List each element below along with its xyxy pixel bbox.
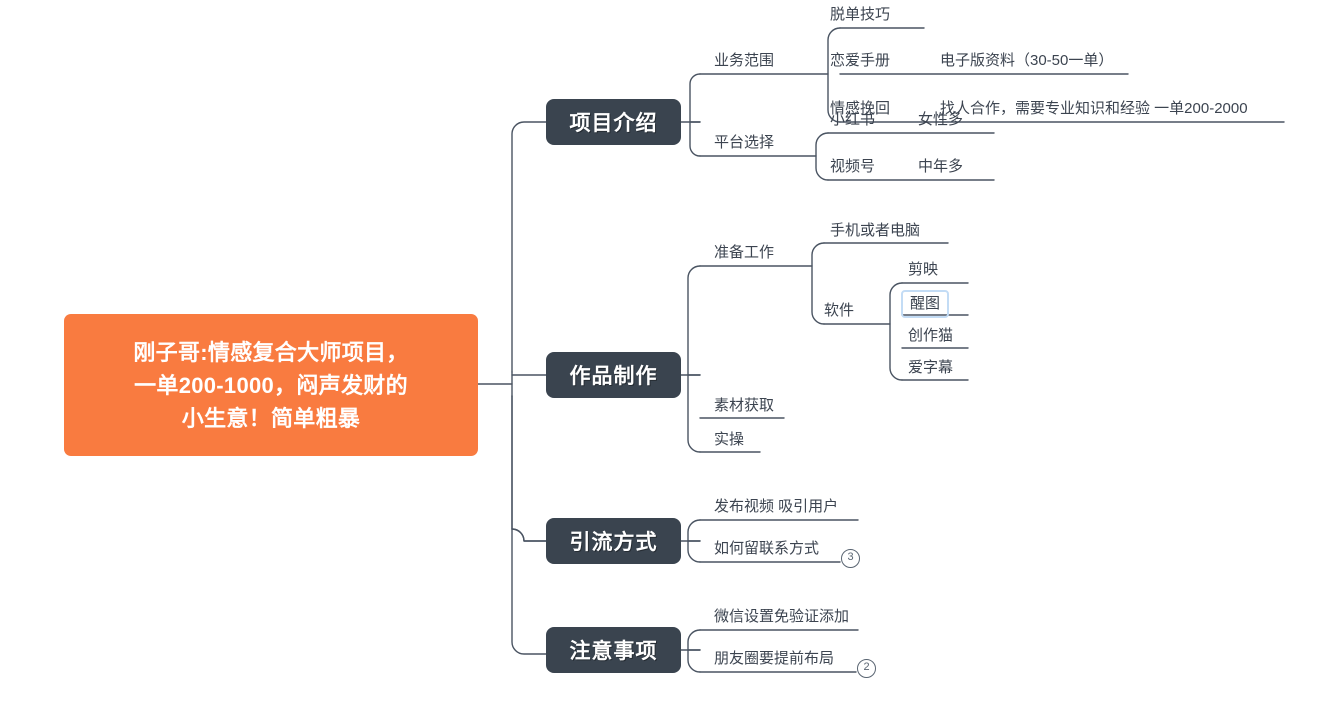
leaf-shicao[interactable]: 实操 xyxy=(714,430,744,450)
leaf-detail: 中年多 xyxy=(918,158,964,175)
leaf-label: 准备工作 xyxy=(714,244,775,261)
leaf-ruanjian[interactable]: 软件 xyxy=(824,301,854,321)
leaf-ruheliulianxifangshi[interactable]: 如何留联系方式 xyxy=(714,539,819,559)
branch-node-xiangmujieshao[interactable]: 项目介绍 xyxy=(546,99,681,145)
leaf-qingganwanhui[interactable]: 情感挽回 xyxy=(830,99,890,119)
wire-spine-top xyxy=(511,121,547,373)
leaf-zhunbeigongzuo[interactable]: 准备工作 xyxy=(714,243,774,263)
leaf-label: 朋友圈要提前布局 xyxy=(714,650,835,667)
leaf-label: 爱字幕 xyxy=(908,359,954,376)
leaf-lianaishouce[interactable]: 恋爱手册 xyxy=(830,51,890,71)
badge-label: 3 xyxy=(847,551,854,563)
wire-zhunbei-subfork xyxy=(811,242,825,325)
leaf-aizimu[interactable]: 爱字幕 xyxy=(908,358,953,378)
leaf-label: 软件 xyxy=(824,302,855,319)
leaf-pengyouquanyaotiqianbuju[interactable]: 朋友圈要提前布局 xyxy=(714,649,834,669)
leaf-label: 剪映 xyxy=(908,261,939,278)
leaf-sucaihuoqu[interactable]: 素材获取 xyxy=(714,396,774,416)
branch-node-zuopinzhizuo[interactable]: 作品制作 xyxy=(546,352,681,398)
branch-label: 引流方式 xyxy=(569,531,658,554)
leaf-label: 视频号 xyxy=(830,158,876,175)
leaf-label: 情感挽回 xyxy=(830,100,891,117)
wire-branch3-corner xyxy=(511,528,547,542)
wire-b3-fork xyxy=(687,519,701,563)
leaf-shipinhao[interactable]: 视频号 xyxy=(830,157,875,177)
leaf-label: 业务范围 xyxy=(714,52,775,69)
leaf-label: 素材获取 xyxy=(714,397,775,414)
badge-label: 2 xyxy=(863,661,870,673)
branch-label: 项目介绍 xyxy=(569,112,658,135)
leaf-label: 醒图 xyxy=(910,295,941,312)
wire-pingtai-subfork xyxy=(815,132,829,181)
root-node-label: 刚子哥:情感复合大师项目， 一单200-1000，闷声发财的 小生意！简单粗暴 xyxy=(133,336,408,435)
wire-b4-fork xyxy=(687,629,701,673)
badge-count-yinliu[interactable]: 3 xyxy=(841,549,860,568)
leaf-fabushipin-xiyinyonghu[interactable]: 发布视频 吸引用户 xyxy=(714,497,838,517)
branch-node-yinliufangshi[interactable]: 引流方式 xyxy=(546,518,681,564)
leaf-detail: 找人合作，需要专业知识和经验 一单200-2000 xyxy=(940,100,1248,117)
leaf-detail: 女性多 xyxy=(918,111,964,128)
leaf-label: 微信设置免验证添加 xyxy=(714,608,850,625)
leaf-label: 恋爱手册 xyxy=(830,52,891,69)
leaf-chuangzuomao[interactable]: 创作猫 xyxy=(908,326,953,346)
badge-count-zhuyi[interactable]: 2 xyxy=(857,659,876,678)
wire-b2-fork xyxy=(687,265,701,453)
leaf-jianying[interactable]: 剪映 xyxy=(908,260,938,280)
wire-b1-fork xyxy=(689,73,701,157)
leaf-xiaohongshu-detail[interactable]: 女性多 xyxy=(918,110,963,130)
leaf-shipinhao-detail[interactable]: 中年多 xyxy=(918,157,963,177)
leaf-qingganwanhui-detail[interactable]: 找人合作，需要专业知识和经验 一单200-2000 xyxy=(940,99,1248,119)
leaf-weixinshezhimianyanzhengtianjia[interactable]: 微信设置免验证添加 xyxy=(714,607,849,627)
root-line-2: 一单200-1000，闷声发财的 xyxy=(134,372,408,398)
leaf-label: 实操 xyxy=(714,431,745,448)
wire-spine-bottom xyxy=(511,395,547,655)
leaf-xingtu-selected[interactable]: 醒图 xyxy=(901,290,950,318)
leaf-lianaishouce-detail[interactable]: 电子版资料（30-50一单） xyxy=(940,51,1113,71)
leaf-label: 创作猫 xyxy=(908,327,954,344)
leaf-label: 小红书 xyxy=(830,111,876,128)
leaf-yewufanwei[interactable]: 业务范围 xyxy=(714,51,774,71)
branch-node-zhuyishixiang[interactable]: 注意事项 xyxy=(546,627,681,673)
wire-branch3-stem xyxy=(511,528,547,542)
leaf-label: 脱单技巧 xyxy=(830,6,891,23)
root-line-3: 小生意！简单粗暴 xyxy=(181,405,361,431)
leaf-label: 手机或者电脑 xyxy=(830,222,921,239)
root-node[interactable]: 刚子哥:情感复合大师项目， 一单200-1000，闷声发财的 小生意！简单粗暴 xyxy=(64,314,478,456)
leaf-shoujihuozhediannao[interactable]: 手机或者电脑 xyxy=(830,221,920,241)
leaf-label: 平台选择 xyxy=(714,134,775,151)
leaf-detail: 电子版资料（30-50一单） xyxy=(940,52,1114,69)
leaf-label: 发布视频 吸引用户 xyxy=(714,498,839,515)
leaf-pingtaixuanze[interactable]: 平台选择 xyxy=(714,133,774,153)
branch-label: 作品制作 xyxy=(569,365,658,388)
leaf-xiaohongshu[interactable]: 小红书 xyxy=(830,110,875,130)
leaf-label: 如何留联系方式 xyxy=(714,540,820,557)
root-line-1: 刚子哥:情感复合大师项目， xyxy=(133,339,409,365)
branch-label: 注意事项 xyxy=(569,640,658,663)
leaf-tuodanjiqiao[interactable]: 脱单技巧 xyxy=(830,5,890,25)
